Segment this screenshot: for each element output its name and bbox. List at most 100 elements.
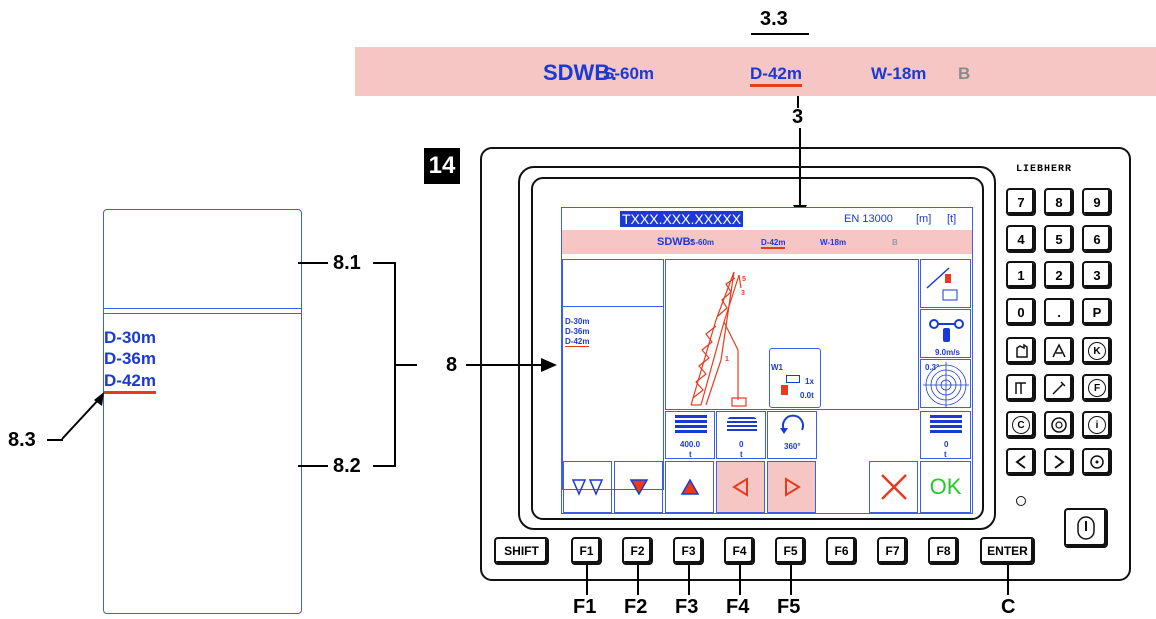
boom-label-3: 3 bbox=[741, 290, 745, 297]
f7-key[interactable]: F7 bbox=[877, 537, 908, 565]
callout-8-join bbox=[395, 364, 417, 366]
screen-sdwb-b: B bbox=[892, 238, 898, 247]
double-down-icon bbox=[571, 479, 603, 496]
chevron-right-icon bbox=[1054, 455, 1065, 469]
shift-key[interactable]: SHIFT bbox=[494, 537, 549, 565]
key-6[interactable]: 6 bbox=[1082, 225, 1112, 253]
circle-dot-icon bbox=[1090, 455, 1104, 469]
key-2[interactable]: 2 bbox=[1044, 261, 1074, 289]
load-tile[interactable]: 400.0 t bbox=[665, 411, 715, 459]
callout-3-3-tick bbox=[797, 96, 799, 108]
sdwb-zoom-banner: SDWB: S-60m D-42m W-18m B bbox=[355, 47, 1156, 96]
key-8[interactable]: 8 bbox=[1044, 188, 1074, 216]
wrench-key[interactable] bbox=[1044, 374, 1074, 402]
hook-status-tile[interactable] bbox=[920, 259, 971, 308]
key-5[interactable]: 5 bbox=[1044, 225, 1074, 253]
softkey-down-button[interactable] bbox=[614, 461, 663, 513]
ok-button[interactable]: OK bbox=[920, 461, 971, 513]
callout-f5-line bbox=[790, 565, 792, 595]
screen-title: TXXX.XXX.XXXXX bbox=[620, 211, 744, 227]
screen-unit-m: [m] bbox=[916, 213, 932, 225]
screen-unit-t: [t] bbox=[947, 213, 957, 225]
mast-key[interactable] bbox=[1006, 374, 1036, 402]
liebherr-logo: LIEBHERR bbox=[1016, 164, 1073, 175]
crane-drawing: 5 3 1 bbox=[690, 271, 747, 407]
callout-f3: F3 bbox=[675, 596, 699, 618]
f5-key[interactable]: F5 bbox=[775, 537, 806, 565]
load-bars-icon bbox=[675, 415, 707, 435]
f3-key[interactable]: F3 bbox=[673, 537, 704, 565]
f1-key[interactable]: F1 bbox=[571, 537, 602, 565]
f4-key[interactable]: F4 bbox=[724, 537, 755, 565]
dot-key[interactable] bbox=[1082, 448, 1112, 476]
screen-left-panel[interactable]: D-30m D-36m D-42m bbox=[562, 259, 664, 490]
slew-tile[interactable]: 360° bbox=[767, 411, 817, 459]
wrench-icon bbox=[1052, 381, 1066, 395]
callout-8-2: 8.2 bbox=[333, 455, 361, 477]
key-4[interactable]: 4 bbox=[1006, 225, 1036, 253]
wind-speed: 9.0m/s bbox=[935, 348, 960, 357]
info-key[interactable]: i bbox=[1082, 411, 1112, 439]
side-panel-divider-1 bbox=[104, 308, 301, 309]
left-list-item[interactable]: D-30m bbox=[565, 317, 590, 326]
screen-standard: EN 13000 bbox=[844, 213, 893, 225]
f2-key[interactable]: F2 bbox=[622, 537, 653, 565]
left-arrow-key[interactable] bbox=[1006, 448, 1036, 476]
f-key[interactable]: F bbox=[1082, 374, 1112, 402]
incline-tile[interactable]: 0.3° bbox=[920, 359, 971, 408]
f-key-label: F bbox=[1088, 379, 1106, 397]
w1-load: 0.0t bbox=[800, 391, 814, 400]
power-button[interactable] bbox=[1064, 508, 1108, 548]
enter-key[interactable]: ENTER bbox=[980, 537, 1035, 565]
key-p[interactable]: P bbox=[1082, 298, 1112, 326]
key-dot[interactable]: . bbox=[1044, 298, 1074, 326]
screen-bezel-outer bbox=[518, 166, 996, 530]
service-key[interactable] bbox=[1044, 411, 1074, 439]
figure-number: 14 bbox=[424, 148, 460, 184]
softkey-left-button[interactable] bbox=[716, 461, 765, 513]
incline-value: 0.3° bbox=[925, 363, 940, 372]
right-arrow-key[interactable] bbox=[1044, 448, 1074, 476]
right-load-tile[interactable]: 0 t bbox=[920, 411, 971, 459]
cancel-button[interactable] bbox=[869, 461, 918, 513]
callout-8-3-arrow bbox=[61, 392, 104, 440]
callout-8-line bbox=[466, 364, 546, 366]
hook-key[interactable] bbox=[1006, 337, 1036, 365]
anemometer-icon bbox=[929, 319, 964, 342]
callout-f3-line bbox=[688, 565, 690, 595]
banner-prefix: SDWB: bbox=[543, 60, 618, 85]
k-key-label: K bbox=[1088, 342, 1106, 360]
key-0[interactable]: 0 bbox=[1006, 298, 1036, 326]
c-key[interactable]: C bbox=[1006, 411, 1036, 439]
wind-tile[interactable]: 9.0m/s bbox=[920, 309, 971, 358]
k-key[interactable]: K bbox=[1082, 337, 1112, 365]
callout-f2: F2 bbox=[624, 596, 648, 618]
counterweight-tile[interactable]: 0 t bbox=[716, 411, 766, 459]
left-list-item[interactable]: D-36m bbox=[565, 327, 590, 336]
key-9[interactable]: 9 bbox=[1082, 188, 1112, 216]
softkey-right-button[interactable] bbox=[767, 461, 816, 513]
control-unit-housing bbox=[480, 147, 1131, 581]
left-panel-divider bbox=[563, 306, 663, 307]
side-list-item: D-30m bbox=[104, 328, 156, 347]
softkey-up-button[interactable] bbox=[665, 461, 714, 513]
callout-8-3: 8.3 bbox=[8, 429, 36, 451]
key-7[interactable]: 7 bbox=[1006, 188, 1036, 216]
f8-key[interactable]: F8 bbox=[928, 537, 959, 565]
c-key-label: C bbox=[1012, 416, 1030, 434]
softkey-page-down-button[interactable] bbox=[563, 461, 612, 513]
callout-3-3-line bbox=[751, 33, 809, 35]
key-1[interactable]: 1 bbox=[1006, 261, 1036, 289]
banner-d: D-42m bbox=[750, 64, 802, 87]
w1-count: 1x bbox=[805, 377, 814, 386]
left-list-item-selected[interactable]: D-42m bbox=[565, 337, 590, 347]
key-3[interactable]: 3 bbox=[1082, 261, 1112, 289]
callout-c-line bbox=[1007, 565, 1009, 595]
side-list-item: D-36m bbox=[104, 349, 156, 368]
tile-counter: 0 bbox=[739, 440, 744, 449]
crane-key[interactable] bbox=[1044, 337, 1074, 365]
slew-rotate-icon bbox=[780, 414, 804, 434]
screen-sdwb-d: D-42m bbox=[761, 238, 786, 249]
f6-key[interactable]: F6 bbox=[826, 537, 857, 565]
counterweight-icon bbox=[727, 417, 757, 431]
